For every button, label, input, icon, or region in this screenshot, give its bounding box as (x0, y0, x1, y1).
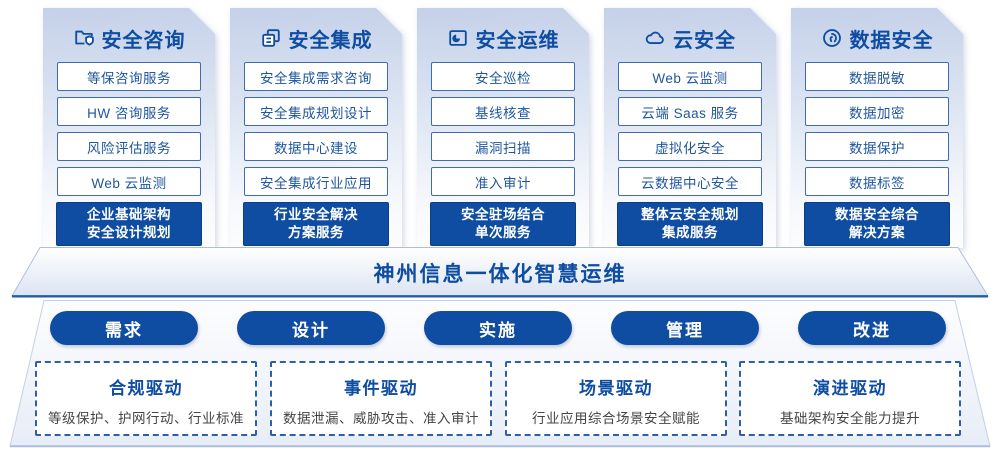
column-title: 云安全 (673, 29, 736, 52)
column-title: 安全咨询 (101, 29, 186, 52)
service-item-list: 安全集成需求咨询 安全集成规划设计 数据中心建设 安全集成行业应用 (230, 51, 402, 196)
column-footer-line2: 方案服务 (288, 225, 344, 240)
column-footer-line2: 解决方案 (849, 225, 905, 240)
service-item: Web 云监测 (57, 167, 201, 196)
column-card-operations: 安全运维 安全巡检 基线核查 漏洞扫描 准入审计 安全驻场结合 单次服务 (417, 8, 589, 248)
service-item: 漏洞扫描 (431, 132, 575, 161)
cloud-icon (644, 27, 666, 49)
column-title: 安全运维 (475, 29, 560, 52)
column-footer: 行业安全解决 方案服务 (243, 202, 389, 246)
column-footer: 安全驻场结合 单次服务 (430, 202, 576, 246)
column-card-bg: 数据安全 数据脱敏 数据加密 数据保护 数据标签 数据安全综合 解决方案 (791, 8, 963, 248)
service-item: 云数据中心安全 (618, 167, 762, 196)
column-footer-line2: 安全设计规划 (87, 225, 171, 240)
service-item: HW 咨询服务 (57, 97, 201, 126)
column-title: 安全集成 (288, 29, 373, 52)
service-item-list: 安全巡检 基线核查 漏洞扫描 准入审计 (417, 51, 589, 196)
service-item: 基线核查 (431, 97, 575, 126)
service-item: 准入审计 (431, 167, 575, 196)
column-card-bg: 安全咨询 等保咨询服务 HW 咨询服务 风险评估服务 Web 云监测 企业基础架… (43, 8, 215, 248)
driver-title: 场景驱动 (579, 379, 653, 398)
service-item: 安全集成需求咨询 (244, 62, 388, 91)
service-item: 数据脱敏 (805, 62, 949, 91)
column-footer: 整体云安全规划 集成服务 (617, 202, 763, 246)
process-step-manage: 管理 (611, 311, 759, 345)
service-item: 数据加密 (805, 97, 949, 126)
copy-icon (260, 27, 282, 49)
folder-shield-icon (73, 27, 95, 49)
driver-title: 合规驱动 (109, 379, 183, 398)
column-footer-line2: 单次服务 (475, 225, 531, 240)
driver-title: 演进驱动 (813, 379, 887, 398)
process-step-implement: 实施 (424, 311, 572, 345)
column-header: 数据安全 (791, 25, 963, 51)
driver-title: 事件驱动 (344, 379, 418, 398)
column-footer-line1: 安全驻场结合 (461, 207, 545, 223)
banner-trapezoid (11, 247, 989, 298)
service-item-list: 数据脱敏 数据加密 数据保护 数据标签 (791, 51, 963, 196)
service-item-list: 等保咨询服务 HW 咨询服务 风险评估服务 Web 云监测 (43, 51, 215, 196)
driver-desc: 等级保护、护网行动、行业标准 (48, 411, 244, 426)
column-footer-line2: 集成服务 (662, 225, 718, 240)
driver-box-evolution: 演进驱动 基础架构安全能力提升 (739, 361, 961, 436)
service-item: 虚拟化安全 (618, 132, 762, 161)
driver-box-compliance: 合规驱动 等级保护、护网行动、行业标准 (35, 361, 257, 436)
column-card-bg: 云安全 Web 云监测 云端 Saas 服务 虚拟化安全 云数据中心安全 整体云… (604, 8, 776, 248)
column-header: 安全集成 (230, 25, 402, 51)
column-card-cloud: 云安全 Web 云监测 云端 Saas 服务 虚拟化安全 云数据中心安全 整体云… (604, 8, 776, 248)
column-card-data-security: 数据安全 数据脱敏 数据加密 数据保护 数据标签 数据安全综合 解决方案 (791, 8, 963, 248)
column-footer-line1: 整体云安全规划 (641, 207, 739, 223)
service-item: 等保咨询服务 (57, 62, 201, 91)
service-item-list: Web 云监测 云端 Saas 服务 虚拟化安全 云数据中心安全 (604, 51, 776, 196)
fingerprint-icon (821, 27, 843, 49)
process-step-design: 设计 (237, 311, 385, 345)
column-title: 数据安全 (849, 29, 934, 52)
service-item: 数据标签 (805, 167, 949, 196)
process-step-improve: 改进 (798, 311, 946, 345)
column-card-consulting: 安全咨询 等保咨询服务 HW 咨询服务 风险评估服务 Web 云监测 企业基础架… (43, 8, 215, 248)
driver-box-scenario: 场景驱动 行业应用综合场景安全赋能 (505, 361, 727, 436)
service-item: Web 云监测 (618, 62, 762, 91)
service-item: 数据保护 (805, 132, 949, 161)
column-header: 安全咨询 (43, 25, 215, 51)
column-footer-line1: 企业基础架构 (87, 207, 171, 223)
column-card-bg: 安全集成 安全集成需求咨询 安全集成规划设计 数据中心建设 安全集成行业应用 行… (230, 8, 402, 248)
column-header: 安全运维 (417, 25, 589, 51)
service-item: 数据中心建设 (244, 132, 388, 161)
column-footer-line1: 数据安全综合 (835, 207, 919, 223)
column-card-integration: 安全集成 安全集成需求咨询 安全集成规划设计 数据中心建设 安全集成行业应用 行… (230, 8, 402, 248)
driver-box-incident: 事件驱动 数据泄漏、威胁攻击、准入审计 (270, 361, 492, 436)
service-item: 安全集成规划设计 (244, 97, 388, 126)
column-footer: 企业基础架构 安全设计规划 (56, 202, 202, 246)
driver-desc: 基础架构安全能力提升 (780, 411, 920, 426)
driver-desc: 行业应用综合场景安全赋能 (532, 411, 700, 426)
service-item: 安全集成行业应用 (244, 167, 388, 196)
column-footer-line1: 行业安全解决 (274, 207, 358, 223)
banner-title: 神州信息一体化智慧运维 (373, 263, 627, 286)
column-header: 云安全 (604, 25, 776, 51)
service-item: 云端 Saas 服务 (618, 97, 762, 126)
process-step-demand: 需求 (50, 311, 198, 345)
service-item: 安全巡检 (431, 62, 575, 91)
driver-desc: 数据泄漏、威胁攻击、准入审计 (283, 411, 479, 426)
folder-monitor-icon (447, 27, 469, 49)
column-card-bg: 安全运维 安全巡检 基线核查 漏洞扫描 准入审计 安全驻场结合 单次服务 (417, 8, 589, 248)
service-item: 风险评估服务 (57, 132, 201, 161)
column-footer: 数据安全综合 解决方案 (804, 202, 950, 246)
